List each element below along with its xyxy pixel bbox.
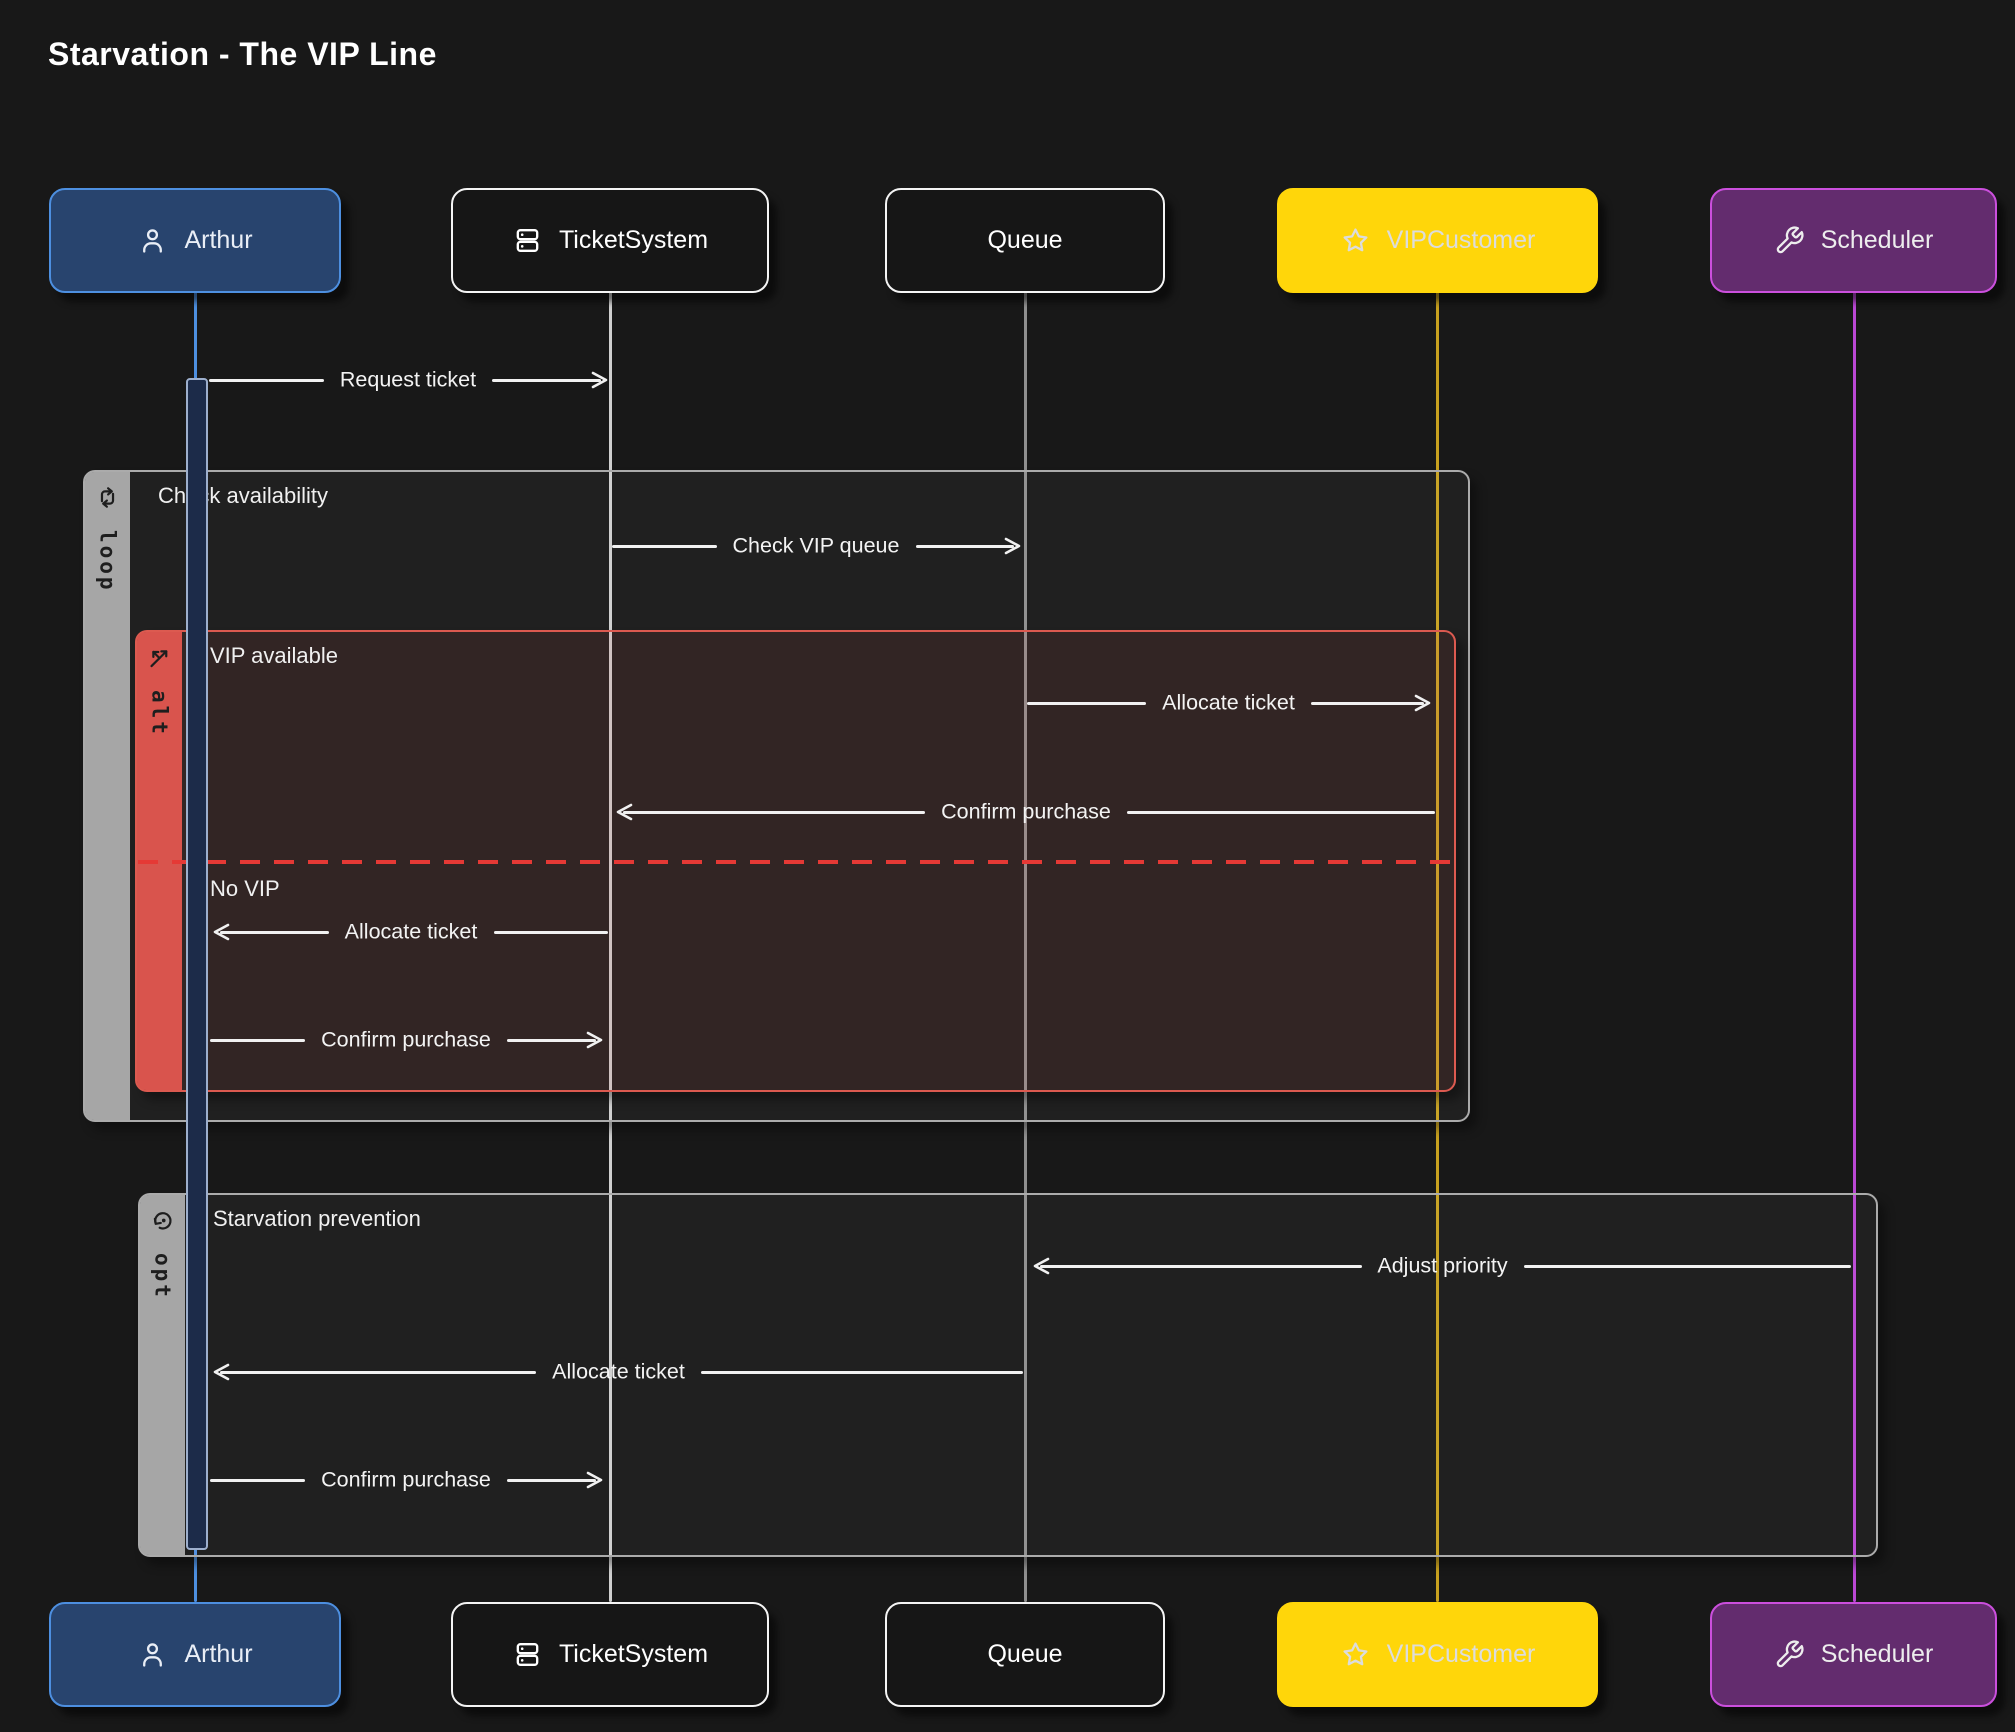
alt-divider xyxy=(138,860,1453,864)
activation-bar-arthur xyxy=(186,378,208,1550)
alt-icon xyxy=(146,644,173,676)
arrowhead-right-icon xyxy=(583,1029,605,1051)
actor-ticketsystem-top: TicketSystem xyxy=(451,188,769,293)
message-line xyxy=(1523,1264,1851,1268)
message-line xyxy=(507,1478,596,1482)
message-label: Adjust priority xyxy=(1377,1253,1508,1278)
server-icon xyxy=(512,225,543,256)
message-label: Allocate ticket xyxy=(344,919,478,944)
star-icon xyxy=(1340,225,1371,256)
person-icon xyxy=(137,225,168,256)
frame-loop: loop xyxy=(83,470,1470,1122)
actor-label: Scheduler xyxy=(1820,226,1934,254)
wrench-icon xyxy=(1774,225,1805,256)
actor-label: VIPCustomer xyxy=(1386,226,1536,254)
actor-ticketsystem-bottom: TicketSystem xyxy=(451,1602,769,1707)
message-label: Confirm purchase xyxy=(941,799,1111,824)
actor-label: Arthur xyxy=(184,226,253,254)
arrowhead-left-icon xyxy=(1031,1255,1053,1277)
message-line xyxy=(220,1370,536,1374)
actor-label: Queue xyxy=(987,226,1063,254)
actor-vipcustomer-top: VIPCustomer xyxy=(1277,188,1598,293)
actor-queue-top: Queue xyxy=(885,188,1165,293)
message-line xyxy=(1040,1264,1362,1268)
wrench-icon xyxy=(1774,1639,1805,1670)
actor-label: Queue xyxy=(987,1640,1063,1668)
message-label: Request ticket xyxy=(339,367,477,392)
arrowhead-right-icon xyxy=(583,1469,605,1491)
message-line xyxy=(701,1370,1023,1374)
message-line xyxy=(1311,701,1424,705)
actor-label: Scheduler xyxy=(1820,1640,1934,1668)
loop-icon xyxy=(94,484,121,516)
message-line xyxy=(1027,701,1146,705)
message-line xyxy=(915,544,1014,548)
frame-strip-opt: opt xyxy=(140,1195,185,1555)
message-line xyxy=(492,378,601,382)
frame-strip-loop: loop xyxy=(85,472,130,1120)
arrowhead-right-icon xyxy=(588,369,610,391)
actor-label: TicketSystem xyxy=(558,1640,709,1668)
actor-label: Arthur xyxy=(184,1640,253,1668)
actor-queue-bottom: Queue xyxy=(885,1602,1165,1707)
frame-keyword-alt: alt xyxy=(147,690,172,737)
actor-vipcustomer-bottom: VIPCustomer xyxy=(1277,1602,1598,1707)
message-line xyxy=(1127,810,1435,814)
actor-arthur-bottom: Arthur xyxy=(49,1602,341,1707)
message-line xyxy=(612,544,717,548)
message-line xyxy=(623,810,925,814)
actor-scheduler-top: Scheduler xyxy=(1710,188,1997,293)
arrowhead-left-icon xyxy=(211,1361,233,1383)
person-icon xyxy=(137,1639,168,1670)
opt-icon xyxy=(149,1207,176,1239)
arrowhead-left-icon xyxy=(211,921,233,943)
actor-label: VIPCustomer xyxy=(1386,1640,1536,1668)
frame-keyword-opt: opt xyxy=(150,1253,175,1300)
server-icon xyxy=(512,1639,543,1670)
message-line xyxy=(210,1478,305,1482)
lifeline-vipcustomer xyxy=(1435,291,1439,1602)
message-label: Check VIP queue xyxy=(732,533,900,558)
message-line xyxy=(507,1038,596,1042)
actor-arthur-top: Arthur xyxy=(49,188,341,293)
arrowhead-right-icon xyxy=(1411,692,1433,714)
message-line xyxy=(210,1038,305,1042)
message-label: Confirm purchase xyxy=(321,1027,491,1052)
actor-scheduler-bottom: Scheduler xyxy=(1710,1602,1997,1707)
frame-title-opt: Starvation prevention xyxy=(213,1206,421,1231)
actor-label: TicketSystem xyxy=(558,226,709,254)
lifeline-queue xyxy=(1023,291,1027,1602)
frame-opt: opt xyxy=(138,1193,1878,1557)
lifeline-ticketsystem xyxy=(608,291,612,1602)
message-label: Allocate ticket xyxy=(552,1359,685,1384)
frame-title-alt: VIP available xyxy=(210,643,339,668)
frame-keyword-loop: loop xyxy=(95,530,120,593)
frame-title-loop: Check availability xyxy=(158,483,328,508)
alt-branch-title: No VIP xyxy=(210,876,280,901)
arrowhead-left-icon xyxy=(614,801,636,823)
star-icon xyxy=(1340,1639,1371,1670)
lifeline-scheduler xyxy=(1852,291,1856,1602)
message-line xyxy=(220,930,329,934)
message-line xyxy=(493,930,608,934)
message-label: Allocate ticket xyxy=(1162,690,1295,715)
page-title: Starvation - The VIP Line xyxy=(48,36,437,72)
message-line xyxy=(209,378,324,382)
arrowhead-right-icon xyxy=(1001,535,1023,557)
message-label: Confirm purchase xyxy=(321,1467,491,1492)
